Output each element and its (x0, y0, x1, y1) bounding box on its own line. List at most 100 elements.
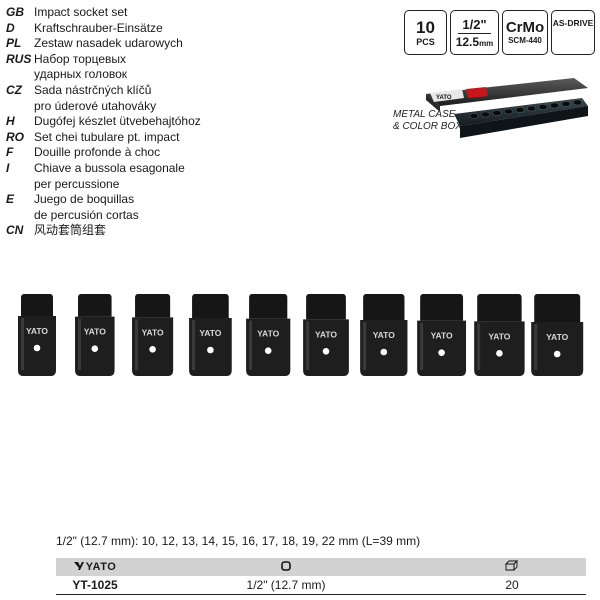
language-row: CN 风动套筒组套 (6, 223, 306, 239)
language-row: PL Zestaw nasadek udarowych (6, 36, 306, 52)
language-code: D (6, 20, 15, 35)
language-text: ударных головок (34, 67, 128, 82)
table-drive-header (134, 558, 438, 576)
language-code (6, 208, 34, 224)
tray-socket (492, 110, 502, 116)
language-code: CN (6, 223, 24, 238)
language-row: D Kraftschrauber-Einsätze (6, 21, 306, 37)
material-grade: SCM-440 (508, 36, 542, 45)
tray-socket (538, 104, 548, 110)
as-drive-label: AS-DRIVE (552, 18, 594, 28)
socket-brand: YATO (257, 329, 279, 339)
language-code: F (6, 145, 14, 160)
case-box-brand: YATO (436, 95, 452, 101)
case-caption: METAL CASE & COLOR BOX (393, 109, 462, 133)
language-text: Set chei tubulare pt. impact (34, 129, 180, 144)
tray-socket (527, 105, 537, 112)
material-name: CrMo (505, 19, 545, 36)
impact-socket: YATO (417, 294, 467, 376)
table-brand-cell: YATO (56, 558, 134, 576)
color-box (426, 78, 588, 106)
tray-socket (480, 111, 490, 118)
language-text: Impact socket set (34, 5, 128, 19)
case-caption-line-2: & COLOR BOX (393, 121, 462, 132)
package-box-icon (504, 559, 519, 572)
product-code: YT-1025 (56, 576, 134, 595)
language-row: de percusión cortas (6, 208, 306, 224)
drive-mm-unit: mm (479, 38, 494, 48)
table-package-header (438, 558, 586, 576)
language-row: I Chiave a bussola esagonale (6, 161, 306, 177)
language-row: pro úderové utahováky (6, 99, 306, 115)
drive-mm-value: 12.5 (455, 34, 480, 49)
language-text: Sada nástrčných klíčů (34, 82, 152, 97)
spec-badges: 10 PCS 1/2" 12.5mm CrMo SCM-440 AS-DRIVE (404, 10, 595, 55)
size-description: 1/2" (12.7 mm): 10, 12, 13, 14, 15, 16, … (56, 534, 421, 548)
language-code (6, 67, 34, 83)
tray-socket (561, 101, 571, 107)
pieces-badge: 10 PCS (404, 10, 447, 55)
metal-case-image: YATO (426, 78, 588, 138)
drive-size-badge: 1/2" 12.5mm (450, 10, 499, 55)
language-code: RUS (6, 51, 32, 66)
tray-socket (504, 108, 514, 115)
table-row: YT-1025 1/2" (12.7 mm) 20 (56, 576, 586, 595)
product-drive: 1/2" (12.7 mm) (134, 576, 438, 595)
language-text: 风动套筒组套 (34, 223, 107, 238)
language-row: F Douille profonde à choc (6, 145, 306, 161)
tray-socket (515, 107, 525, 113)
pieces-label: PCS (416, 36, 435, 47)
impact-socket: YATO (75, 294, 115, 376)
language-code (6, 99, 34, 115)
impact-socket: YATO (18, 294, 56, 376)
drive-fraction: 1/2" (458, 18, 491, 34)
case-caption-line-1: METAL CASE (393, 109, 456, 120)
impact-socket: YATO (246, 294, 291, 376)
as-drive-badge: AS-DRIVE (551, 10, 595, 55)
table-brand: YATO (85, 561, 117, 573)
product-qty: 20 (438, 576, 586, 595)
language-code: I (6, 160, 10, 175)
square-drive-icon (281, 561, 291, 571)
language-code: CZ (6, 82, 22, 97)
impact-socket: YATO (132, 294, 174, 376)
language-row: ударных головок (6, 67, 306, 83)
language-text: Kraftschrauber-Einsätze (34, 20, 163, 35)
language-text: de percusión cortas (34, 207, 139, 222)
tray-socket (469, 113, 479, 119)
language-text: per percussione (34, 176, 120, 191)
language-text: Juego de boquillas (34, 192, 135, 207)
material-badge: CrMo SCM-440 (502, 10, 548, 55)
yato-logo-icon (73, 562, 84, 570)
language-text: pro úderové utahováky (34, 98, 157, 113)
impact-socket: YATO (474, 294, 525, 376)
impact-socket: YATO (360, 294, 408, 376)
language-text: Zestaw nasadek udarowych (34, 36, 183, 51)
drive-mm: 12.5mm (456, 36, 494, 48)
impact-socket: YATO (303, 294, 349, 376)
language-text: Douille profonde à choc (34, 145, 161, 160)
language-text: Dugófej készlet ütvebehajtóhoz (34, 114, 201, 129)
socket-brand: YATO (546, 332, 568, 342)
language-row: per percussione (6, 177, 306, 193)
socket-brand: YATO (142, 327, 164, 337)
socket-brand: YATO (315, 329, 337, 339)
pieces-count: 10 (416, 17, 435, 37)
language-code: PL (6, 36, 22, 51)
socket-brand: YATO (199, 328, 221, 338)
tray-socket (573, 99, 583, 106)
socket-brand: YATO (488, 331, 510, 341)
impact-socket: YATO (189, 294, 232, 376)
tray-socket (550, 102, 560, 109)
language-text: Chiave a bussola esagonale (34, 160, 185, 175)
language-text: Набор торцевых (34, 51, 127, 66)
language-code (6, 177, 34, 193)
product-table: YATO YT-1025 1/2" (12.7 mm) 20 (56, 558, 586, 595)
language-row: CZ Sada nástrčných klíčů (6, 83, 306, 99)
